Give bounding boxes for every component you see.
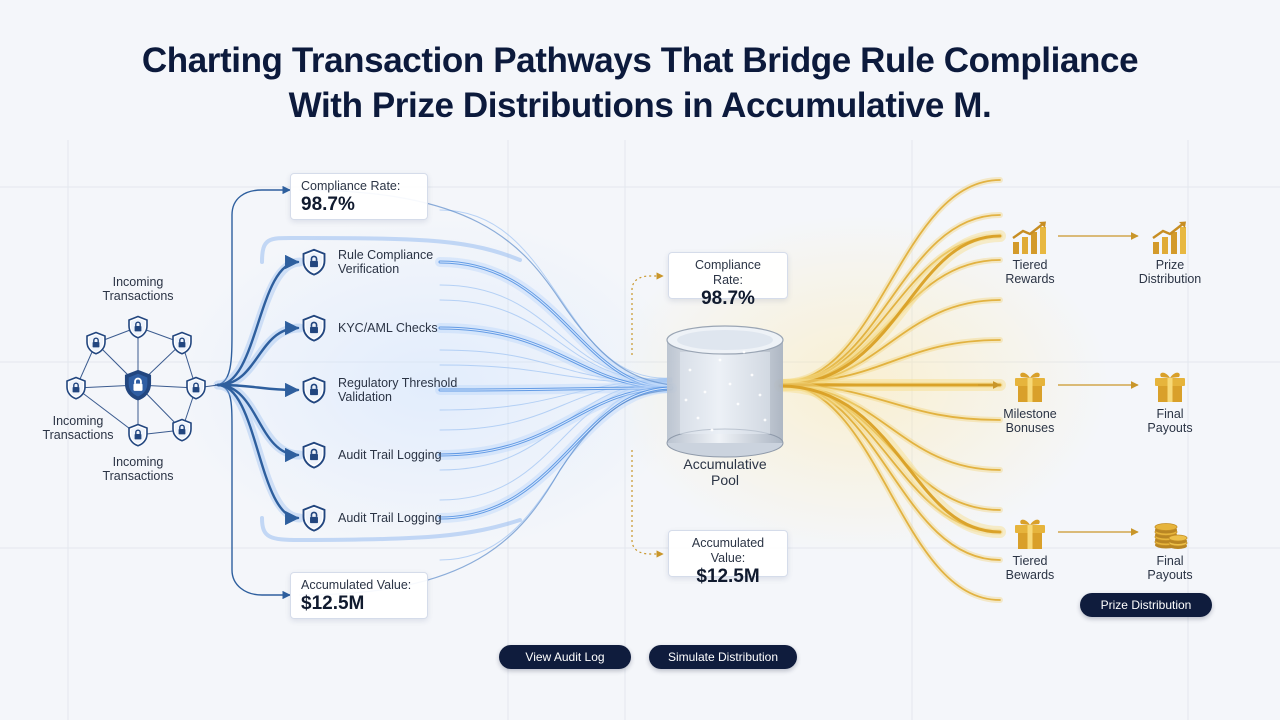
compliance-check-item: Audit Trail Logging xyxy=(300,504,442,532)
prize-output-item: Tiered Rewards xyxy=(980,216,1080,286)
shield-lock-icon xyxy=(128,423,148,447)
source-label-bottom: Incoming Transactions xyxy=(102,455,174,483)
title-line-1: Charting Transaction Pathways That Bridg… xyxy=(141,41,1139,80)
view-audit-log-button[interactable]: View Audit Log xyxy=(499,645,631,669)
branch-lines xyxy=(216,254,300,526)
bar-chart-arrow-icon xyxy=(1120,216,1220,256)
prize-output-item: Milestone Bonuses xyxy=(980,365,1080,435)
compliance-check-label: KYC/AML Checks xyxy=(338,321,438,335)
prize-streams xyxy=(774,177,1006,603)
prize-output-label: Tiered Rewards xyxy=(1005,258,1055,286)
prize-distribution-button[interactable]: Prize Distribution xyxy=(1080,593,1212,617)
prize-output-item: Final Payouts xyxy=(1120,512,1220,582)
source-label-left: Incoming Transactions xyxy=(42,414,114,442)
gift-box-icon xyxy=(1120,365,1220,405)
gift-box-icon xyxy=(980,512,1080,552)
shield-lock-icon xyxy=(300,504,328,532)
coin-stack-icon xyxy=(1120,512,1220,552)
card-value: $12.5M xyxy=(301,593,365,614)
shield-lock-icon xyxy=(300,248,328,276)
shield-lock-icon xyxy=(172,418,192,442)
page-title: Charting Transaction Pathways That Bridg… xyxy=(0,38,1280,128)
source-label-top: Incoming Transactions xyxy=(102,275,174,303)
prize-output-label: Milestone Bonuses xyxy=(1003,407,1057,435)
compliance-check-item: Rule Compliance Verification xyxy=(300,248,433,276)
bar-chart-arrow-icon xyxy=(980,216,1080,256)
compliance-rate-card-left: Compliance Rate: 98.7% xyxy=(290,173,428,220)
compliance-check-item: Audit Trail Logging xyxy=(300,441,442,469)
accumulated-value-card-left: Accumulated Value: $12.5M xyxy=(290,572,428,619)
title-line-2: With Prize Distributions in Accumulative… xyxy=(288,86,992,125)
card-value: 98.7% xyxy=(301,194,355,215)
pool-cylinder-icon xyxy=(666,325,784,458)
gift-box-icon xyxy=(980,365,1080,405)
card-label: Compliance Rate: xyxy=(301,179,401,193)
compliance-check-label: Regulatory Threshold Validation xyxy=(338,376,458,404)
shield-lock-icon xyxy=(86,331,106,355)
compliance-check-label: Rule Compliance Verification xyxy=(338,248,434,276)
prize-output-label: Final Payouts xyxy=(1147,554,1193,582)
compliance-streams xyxy=(260,189,677,596)
shield-lock-icon xyxy=(300,314,328,342)
card-label: Accumulated Value: xyxy=(301,578,412,592)
prize-output-item: Final Payouts xyxy=(1120,365,1220,435)
output-arrows xyxy=(978,232,1139,536)
compliance-check-item: KYC/AML Checks xyxy=(300,314,438,342)
branch-connectors xyxy=(214,185,291,600)
prize-output-label: Tiered Bewards xyxy=(1005,554,1055,582)
shield-hub-icon xyxy=(124,369,152,401)
prize-output-label: Final Payouts xyxy=(1147,407,1193,435)
prize-output-item: Tiered Bewards xyxy=(980,512,1080,582)
center-card-connectors xyxy=(631,272,664,558)
shield-lock-icon xyxy=(66,376,86,400)
compliance-check-label: Audit Trail Logging xyxy=(338,511,442,525)
accumulated-value-card-center: Accumulated Value: $12.5M xyxy=(668,530,788,587)
shield-lock-icon xyxy=(186,376,206,400)
card-value: 98.7% xyxy=(701,288,755,309)
shield-lock-icon xyxy=(172,331,192,355)
compliance-check-item: Regulatory Threshold Validation xyxy=(300,376,457,404)
card-label: Compliance Rate: xyxy=(694,258,761,287)
simulate-distribution-button[interactable]: Simulate Distribution xyxy=(649,645,797,669)
prize-output-item: Prize Distribution xyxy=(1120,216,1220,286)
pool-label: Accumulative Pool xyxy=(683,456,767,488)
shield-lock-icon xyxy=(300,441,328,469)
shield-lock-icon xyxy=(128,315,148,339)
shield-lock-icon xyxy=(300,376,328,404)
card-label: Accumulated Value: xyxy=(691,536,765,565)
compliance-check-label: Audit Trail Logging xyxy=(338,448,442,462)
prize-output-label: Prize Distribution xyxy=(1138,258,1202,286)
compliance-rate-card-center: Compliance Rate: 98.7% xyxy=(668,252,788,309)
card-value: $12.5M xyxy=(696,566,760,587)
